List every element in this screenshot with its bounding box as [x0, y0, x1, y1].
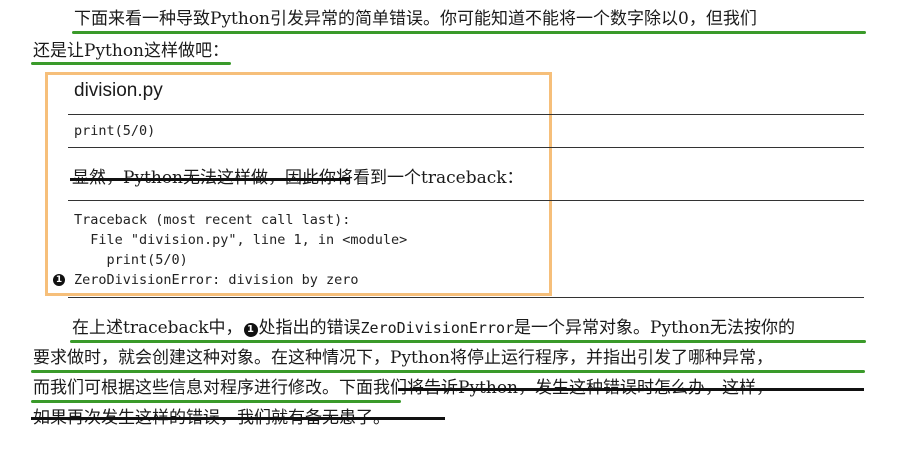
traceback-line-1: Traceback (most recent call last): — [74, 212, 351, 228]
traceback-line-4: ZeroDivisionError: division by zero — [74, 272, 359, 288]
listing-bottom-rule — [68, 147, 864, 148]
callout-1-icon: 1 — [243, 323, 258, 337]
listing-code: print(5/0) — [74, 123, 156, 139]
highlight-underline — [31, 370, 865, 373]
paragraph-1-line-2: 还是让Python这样做吧： — [33, 41, 230, 61]
listing-filename: division.py — [74, 80, 163, 101]
listing-top-rule — [68, 114, 864, 115]
highlight-underline — [31, 62, 231, 65]
annotation-box — [45, 72, 552, 296]
highlight-underline — [70, 340, 866, 343]
highlight-underline — [31, 400, 401, 403]
traceback-bottom-rule — [68, 297, 864, 298]
highlight-underline — [72, 31, 866, 34]
inline-code: ZeroDivisionError — [360, 319, 515, 337]
strikethrough-mark — [70, 178, 350, 181]
strikethrough-mark — [398, 388, 864, 391]
traceback-line-3: print(5/0) — [74, 252, 188, 268]
callout-1-icon: 1 — [53, 274, 65, 286]
paragraph-3-line-2: 要求做时，就会创建这种对象。在这种情况下，Python将停止运行程序，并指出引发… — [33, 348, 774, 368]
traceback-top-rule — [68, 200, 864, 201]
strikethrough-mark — [31, 417, 445, 420]
paragraph-1-line-1: 下面来看一种导致Python引发异常的简单错误。你可能知道不能将一个数字除以0，… — [74, 9, 757, 29]
traceback-line-2: File "division.py", line 1, in <module> — [74, 232, 408, 248]
paragraph-2-text: 你将看到一个traceback： — [319, 168, 524, 188]
